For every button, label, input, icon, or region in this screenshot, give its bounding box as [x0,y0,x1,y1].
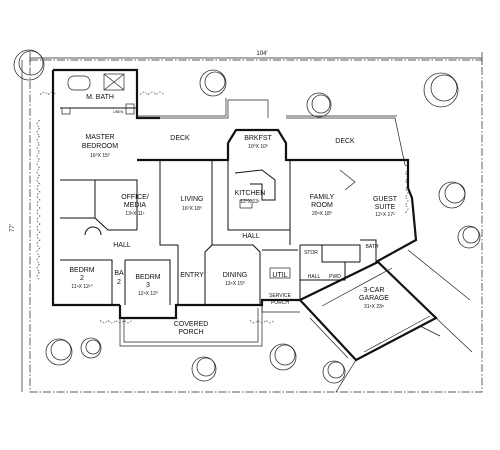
garage-outline [298,249,473,393]
office-size: 13⁸X 11¹ [125,211,145,217]
garage-label-line2: GARAGE [359,295,389,302]
tree [191,356,217,382]
living-size: 16⁰X 18⁰ [182,206,202,212]
bedrm3-number: 3 [146,282,150,289]
family-room-size: 20⁶X 18⁰ [312,211,332,217]
bath2-label: BA [114,270,124,277]
tree [423,72,459,108]
office-label-line2: MEDIA [124,202,147,209]
depth-dimension: 77' [10,60,23,392]
covered-porch-label-line2: PORCH [178,329,203,336]
stor-label: STOR [304,250,318,256]
service-porch-label: SERVICE [269,293,292,299]
tree [457,225,481,249]
width-dimension: 104' [29,51,483,64]
hall-right-label: HALL [308,274,321,280]
entry-label: ENTRY [180,272,204,279]
brkfst-label: BRKFST [244,135,272,142]
tree [199,69,227,97]
master-bedroom-label: MASTER [85,134,114,141]
tree [80,337,102,359]
master-bedroom-size: 16⁰X 15⁰ [90,153,110,159]
tree [13,49,45,81]
service-porch-label-line2: PORCH [271,300,289,306]
tree [269,343,297,371]
depth-dimension-label: 77' [10,224,16,232]
bedrm3-size: 12⁶X 12⁰ [138,291,158,297]
guest-suite-size: 12⁶X 17² [375,212,395,218]
deck-left-label: DECK [170,135,190,142]
family-room-label: FAMILY [310,194,335,201]
dining-size: 13⁴X 15⁰ [225,281,245,287]
bedrm2-label: BEDRM [69,267,94,274]
bedrm2-size: 11⁶X 12¹⁰ [71,284,92,290]
hall-left-label: HALL [113,242,131,249]
brkfst-size: 10⁰X 10⁰ [248,144,268,150]
living-label: LIVING [181,196,204,203]
office-label: OFFICE/ [121,194,149,201]
tree [45,338,73,366]
master-bath-label: M. BATH [86,94,114,101]
linen-label: LINEN [113,110,124,114]
garage-size: 31⁸X 23⁸ [364,304,384,310]
bedrm2-number: 2 [80,275,84,282]
util-label: UTIL [272,272,287,279]
room-labels: M. BATH LINEN MASTER BEDROOM 16⁰X 15⁰ DE… [69,94,397,336]
covered-porch-outline [119,305,263,347]
deck-right-label: DECK [335,138,355,145]
covered-porch-label: COVERED [174,321,209,328]
dining-label: DINING [223,272,248,279]
bedrm3-label: BEDRM [135,274,160,281]
pwd-label: PWD [329,274,341,280]
service-porch-outline [261,300,300,313]
tree [306,92,332,118]
landscape-trees [13,49,481,384]
width-dimension-label: 104' [256,51,267,57]
guest-suite-label-line2: SUITE [375,204,396,211]
deck-railing [137,98,406,166]
master-bedroom-label-line2: BEDROOM [82,143,118,150]
tree [438,181,466,209]
interior-walls [60,73,377,305]
kitchen-label: KITCHEN [235,190,266,197]
garage-label: 3-CAR [363,287,384,294]
property-line [29,59,483,393]
guest-bath-label: BATH [366,244,379,250]
hall-center-label: HALL [242,233,260,240]
kitchen-size: 12⁰X 13¹ [240,199,260,205]
landscape-shrubs [36,91,409,324]
guest-suite-label: GUEST [373,196,398,203]
bath2-number: 2 [117,279,121,286]
tree [322,360,346,384]
family-room-label-line2: ROOM [311,202,333,209]
